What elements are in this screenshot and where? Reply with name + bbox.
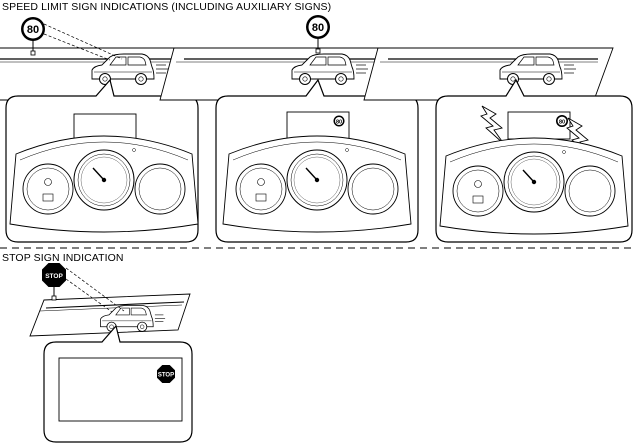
instrument-cluster-icon bbox=[9, 135, 199, 233]
speed-limit-heading: SPEED LIMIT SIGN INDICATIONS (INCLUDING … bbox=[2, 1, 332, 13]
speed-limit-sign-value: 80 bbox=[312, 22, 324, 34]
panel-3-road-scene bbox=[363, 47, 614, 101]
stop-sign-icon: STOP bbox=[42, 263, 66, 301]
svg-text:STOP: STOP bbox=[158, 373, 174, 379]
stop-road-scene bbox=[29, 293, 191, 337]
speed-limit-sign-icon: 80 bbox=[21, 17, 45, 56]
instrument-cluster-icon bbox=[222, 135, 412, 233]
svg-text:80: 80 bbox=[559, 120, 565, 126]
speed-limit-sign-icon: 80 bbox=[306, 15, 330, 54]
mini-speed-sign-icon: 80 bbox=[556, 115, 568, 127]
callout-panel-3: 80 bbox=[435, 78, 633, 243]
mini-stop-sign-icon: STOP bbox=[157, 365, 175, 383]
mini-speed-sign-icon: 80 bbox=[333, 115, 345, 127]
stop-sight-lines bbox=[65, 267, 125, 313]
stop-sign-heading: STOP SIGN INDICATION bbox=[2, 252, 124, 264]
callout-stop: STOP bbox=[43, 324, 193, 443]
speed-limit-sign-value: 80 bbox=[27, 24, 39, 36]
sight-lines bbox=[43, 23, 123, 61]
svg-text:80: 80 bbox=[336, 120, 342, 126]
stop-sign-text: STOP bbox=[45, 273, 63, 280]
callout-panel-1 bbox=[5, 78, 199, 243]
callout-panel-2: 80 bbox=[215, 78, 419, 243]
instrument-cluster-icon bbox=[439, 137, 629, 235]
